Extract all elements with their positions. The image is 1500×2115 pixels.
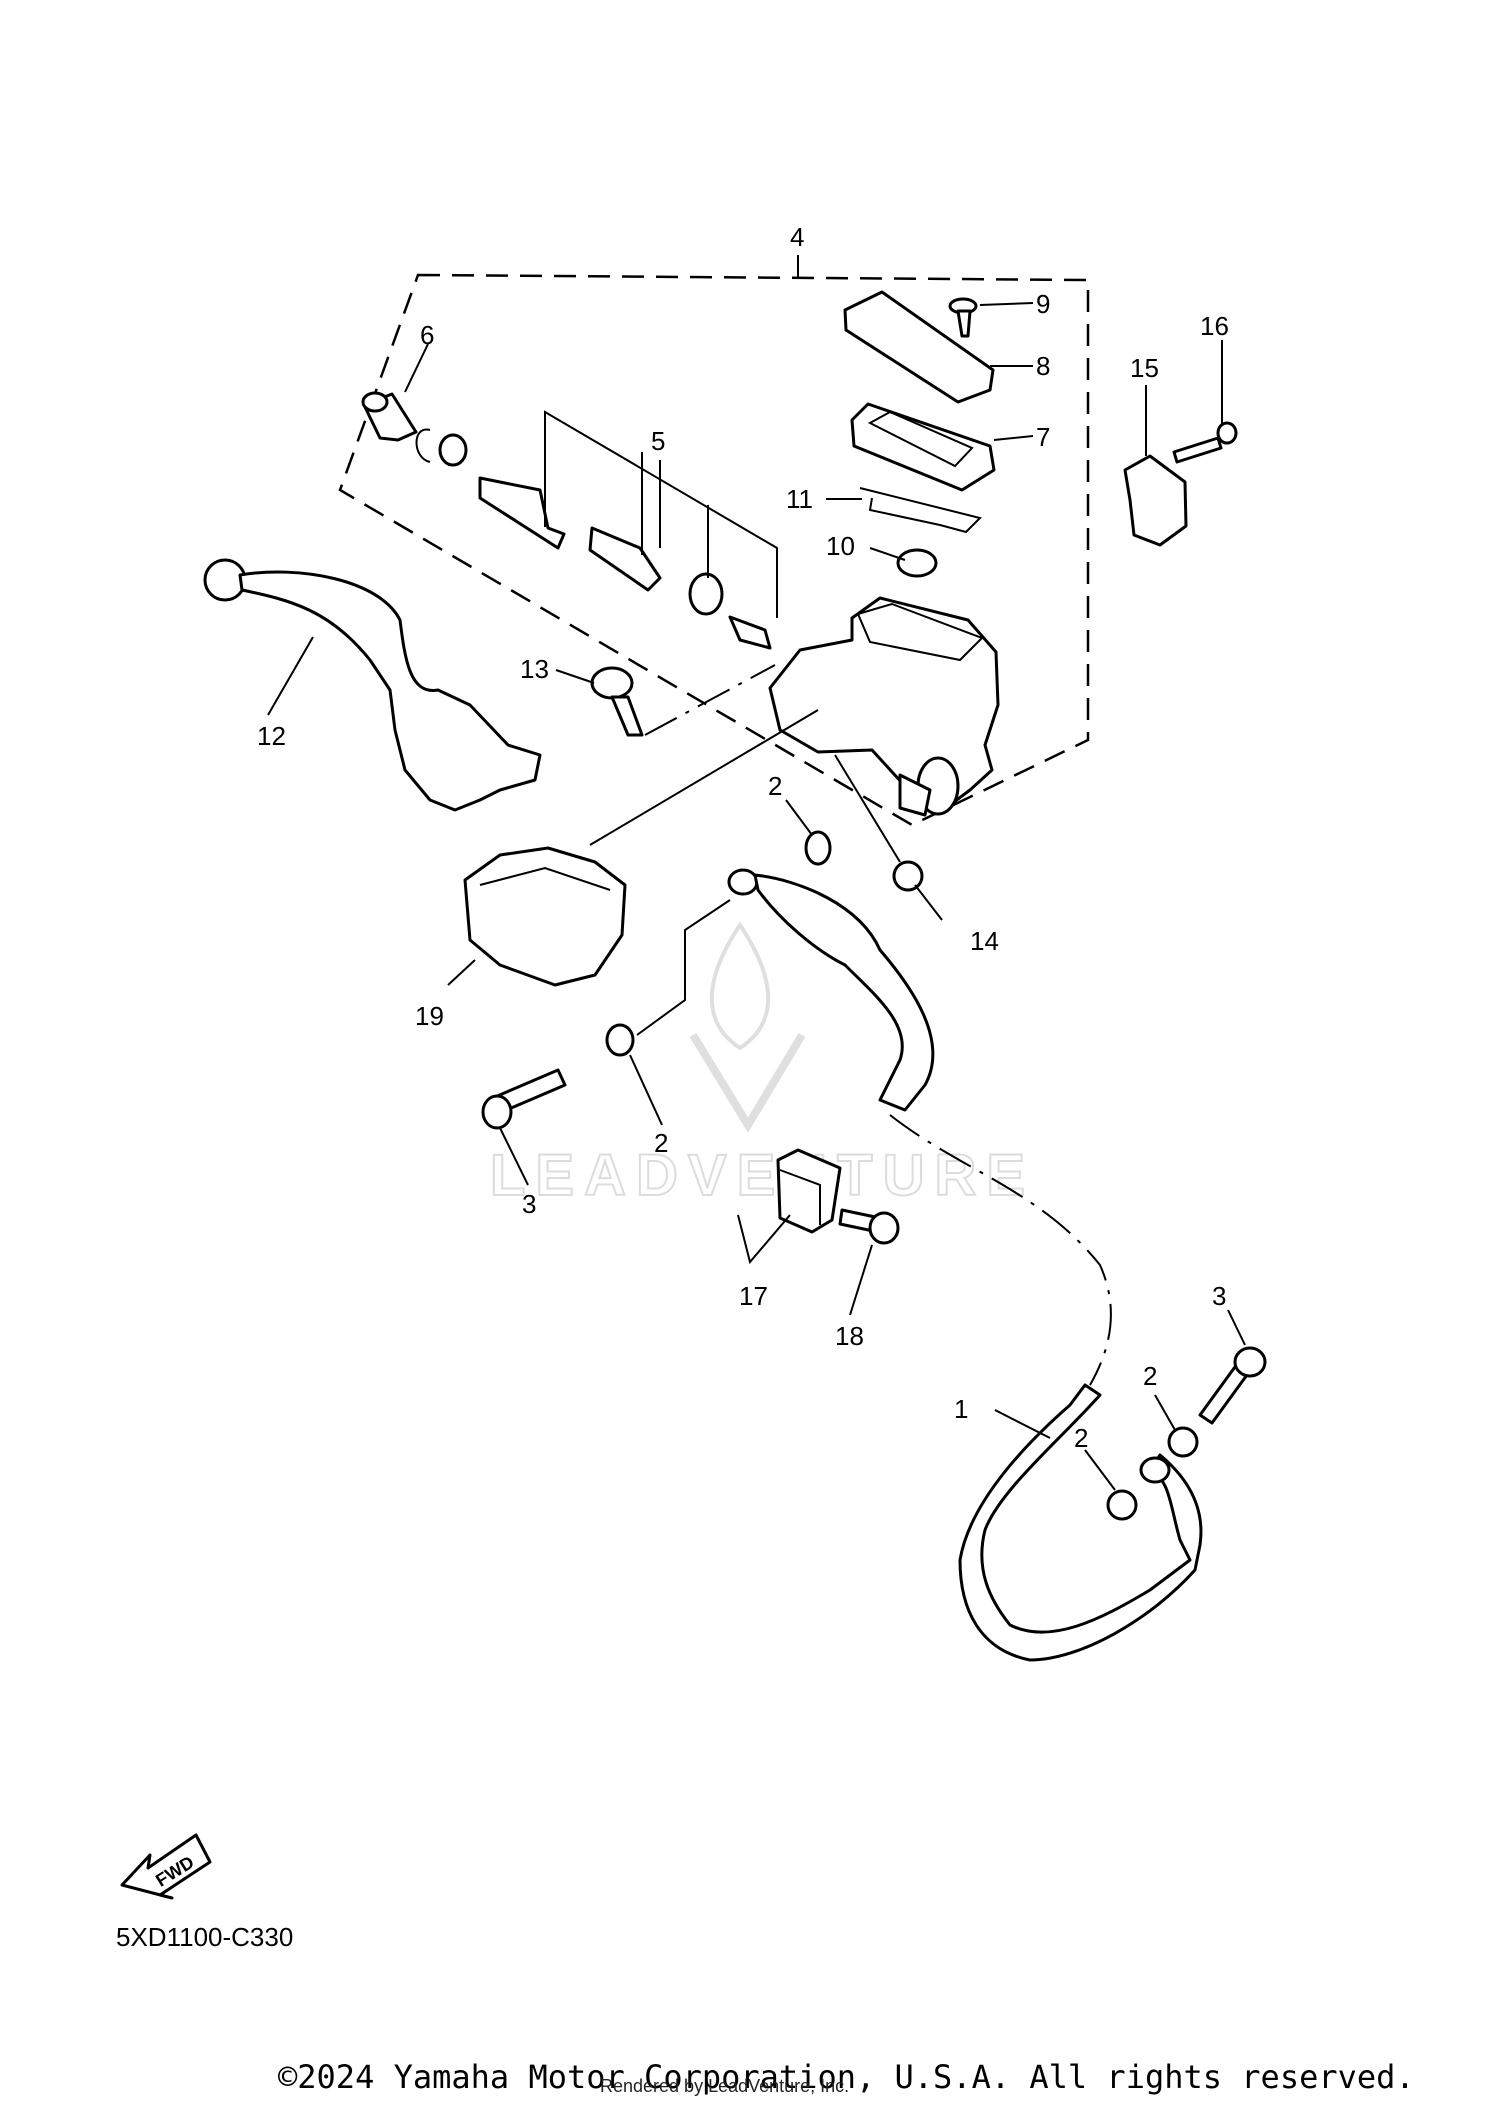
callout-2-left: 2: [654, 1128, 668, 1158]
callout-4: 4: [790, 222, 804, 252]
part-washer: [438, 433, 468, 467]
callout-13: 13: [520, 654, 549, 684]
part-washer-middle: [1106, 1489, 1138, 1521]
part-circlip: [415, 428, 431, 463]
callout-11: 11: [786, 484, 813, 514]
callout-8: 8: [1036, 351, 1050, 381]
callout-6: 6: [420, 320, 434, 350]
part-clamp-bracket: [1123, 454, 1188, 547]
part-washer-right: [1167, 1426, 1199, 1458]
part-hose-guide: [776, 1148, 842, 1234]
leadventure-watermark: LEADVENTURE: [489, 921, 1035, 1209]
callout-10: 10: [826, 531, 855, 561]
part-lever: [203, 558, 542, 812]
part-clutch-hose-upper: [727, 868, 935, 1112]
callout-2-upper: 2: [768, 771, 782, 801]
part-union-bolt-left: [481, 1068, 567, 1130]
part-float: [896, 548, 938, 578]
callout-14: 14: [970, 926, 999, 956]
callout-2-middle: 2: [1074, 1423, 1088, 1453]
callout-9: 9: [1036, 289, 1050, 319]
rendered-by-note: Rendered by LeadVenture, Inc.: [600, 2076, 850, 2096]
fwd-badge: FWD: [120, 1833, 212, 1900]
callout-2-right: 2: [1143, 1361, 1157, 1391]
part-clamp-holder: [463, 846, 627, 987]
part-washer-upper: [804, 830, 832, 866]
callout-1: 1: [954, 1394, 968, 1424]
callout-16: 16: [1200, 311, 1229, 341]
assembly-outline: [338, 273, 1090, 827]
callout-labels: 4 9 16 6 8 15 5 7 11 10 13 12 2 14 19 2 …: [257, 222, 1229, 1453]
part-piston-kit: [478, 476, 772, 650]
callout-19: 19: [415, 1001, 444, 1031]
callout-7: 7: [1036, 422, 1050, 452]
part-clutch-hose-lower: [958, 1383, 1203, 1662]
callout-12: 12: [257, 721, 286, 751]
callout-15: 15: [1130, 353, 1159, 383]
diagram-code: 5XD1100-C330: [116, 1922, 294, 1952]
callout-3-left: 3: [522, 1189, 536, 1219]
part-master-cylinder: [768, 596, 1000, 817]
part-cover-screw: [948, 297, 978, 338]
callout-3-right: 3: [1212, 1281, 1226, 1311]
part-clamp-bolt: [1172, 421, 1238, 464]
part-guide-bolt: [838, 1208, 900, 1245]
part-bleeder-cap: [892, 860, 924, 892]
part-boot: [361, 391, 418, 442]
callout-5: 5: [651, 426, 665, 456]
part-washer-left: [605, 1023, 635, 1057]
watermark-text: LEADVENTURE: [490, 1143, 1035, 1208]
callout-17: 17: [739, 1281, 768, 1311]
part-diaphragm: [859, 487, 982, 534]
callout-18: 18: [835, 1321, 864, 1351]
copyright-notice: ©2024 Yamaha Motor Corporation, U.S.A. A…: [278, 2058, 1415, 2096]
part-pivot-bolt: [590, 666, 644, 737]
part-union-bolt-right: [1198, 1346, 1267, 1425]
part-reservoir-cap: [843, 290, 995, 404]
part-diaphragm-plate: [850, 402, 996, 492]
